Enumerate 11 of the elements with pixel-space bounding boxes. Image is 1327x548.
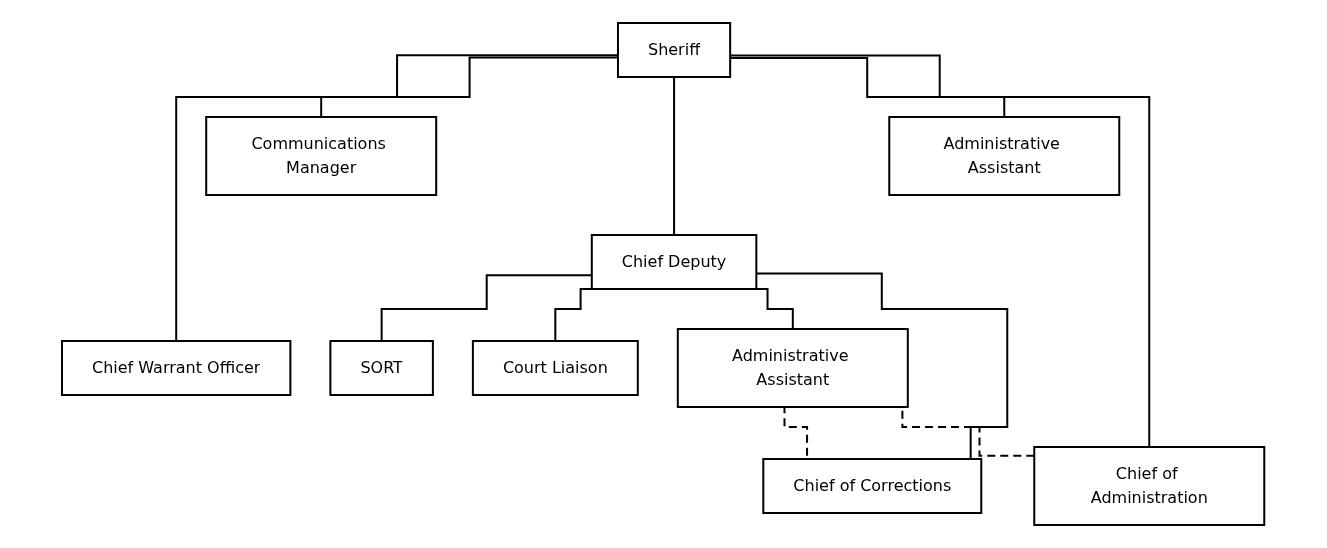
node-box: Chief of Administration xyxy=(1033,446,1266,526)
node-box: Chief of Corrections xyxy=(762,458,983,514)
node-box: Chief Warrant Officer xyxy=(61,340,292,396)
node-box: Administrative Assistant xyxy=(677,328,910,408)
node-box: Court Liaison xyxy=(472,340,640,396)
connector xyxy=(673,76,676,236)
node-box: Communications Manager xyxy=(205,116,438,196)
node-box: SORT xyxy=(329,340,435,396)
node-box: Chief Deputy xyxy=(591,234,758,290)
node-box: Administrative Assistant xyxy=(888,116,1121,196)
node-box: Sheriff xyxy=(617,22,732,78)
